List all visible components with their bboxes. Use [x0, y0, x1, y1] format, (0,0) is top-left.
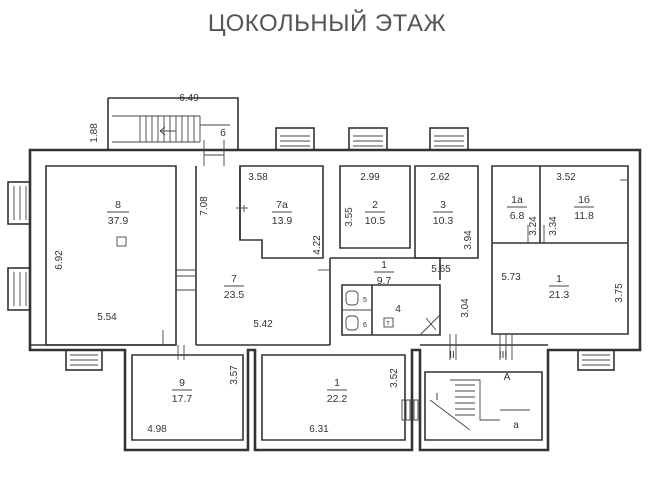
room-area: 10.5	[365, 215, 386, 227]
room-area: 17.7	[172, 393, 193, 405]
dimension: 3.24	[528, 216, 539, 236]
dimension: 6.49	[179, 93, 199, 104]
dimension: 3.52	[556, 172, 576, 183]
dimension: 5.54	[97, 312, 117, 323]
room-labels: 8 37.9 7а 13.9 2 10.5 3 10.3 1а 6.8 1б 1…	[107, 194, 594, 405]
room-number: 1а	[511, 194, 523, 206]
light-wells	[7, 97, 615, 371]
dimension: 2.62	[430, 172, 450, 183]
room-number: 7а	[276, 199, 288, 211]
dimension: 5.65	[431, 264, 451, 275]
dimension: 6.92	[54, 250, 65, 270]
room-number: 1	[556, 273, 562, 285]
dimension: 4.22	[312, 235, 323, 255]
label-a-upper: А	[504, 372, 511, 383]
label-a-lower: а	[513, 420, 519, 431]
dimension: 3.55	[344, 207, 355, 227]
wc-fixtures	[345, 290, 441, 336]
dimension: 1.88	[89, 123, 100, 143]
dimension: 5.73	[501, 272, 521, 283]
dimension: 2.99	[360, 172, 380, 183]
label-small-6: 6	[363, 322, 367, 329]
room-area: 6.8	[510, 210, 525, 222]
room-number: 1б	[578, 194, 590, 206]
stairs	[401, 379, 530, 431]
label-roman-3: III	[499, 350, 507, 361]
room-area: 21.3	[549, 289, 570, 301]
room-number: 1	[334, 377, 340, 389]
plan-title: ЦОКОЛЬНЫЙ ЭТАЖ	[208, 9, 446, 37]
room-area: 9.7	[377, 275, 392, 287]
dimension: 3.04	[460, 298, 471, 318]
label-small-5: 5	[363, 297, 367, 304]
dimension: 5.42	[253, 319, 273, 330]
room-number: 9	[179, 377, 185, 389]
room-number: 7	[231, 273, 237, 285]
dimension-labels: 6.49 1.88 3.58 2.99 2.62 3.52 6.92 7.08 …	[54, 93, 625, 435]
interior-walls	[30, 165, 629, 441]
room-area: 13.9	[272, 215, 293, 227]
dimension: 3.75	[614, 283, 625, 303]
label-roman-1: I	[436, 392, 439, 403]
label-b: б	[220, 127, 226, 139]
column-marker	[116, 236, 127, 247]
dimension: 3.34	[548, 216, 559, 236]
door-marks	[162, 140, 628, 360]
room-area: 22.2	[327, 393, 348, 405]
room-number: 3	[440, 199, 446, 211]
room-number: 4	[395, 303, 401, 315]
room-number: 2	[372, 199, 378, 211]
label-roman-2: II	[449, 350, 455, 361]
label-small-t: т	[386, 320, 390, 327]
dimension: 3.94	[463, 230, 474, 250]
dimension: 3.52	[389, 368, 400, 388]
dimension: 6.31	[309, 424, 329, 435]
other-labels: б А а I II III 5 6 т	[220, 127, 519, 431]
dimension: 4.98	[147, 424, 167, 435]
dimension: 3.58	[248, 172, 268, 183]
room-number: 8	[115, 199, 121, 211]
room-area: 37.9	[108, 215, 129, 227]
dimension: 3.57	[229, 365, 240, 385]
room-number: 1	[381, 259, 387, 271]
room-area: 10.3	[433, 215, 454, 227]
dimension: 7.08	[199, 196, 210, 216]
room-area: 23.5	[224, 289, 245, 301]
room-area: 11.8	[574, 210, 594, 222]
